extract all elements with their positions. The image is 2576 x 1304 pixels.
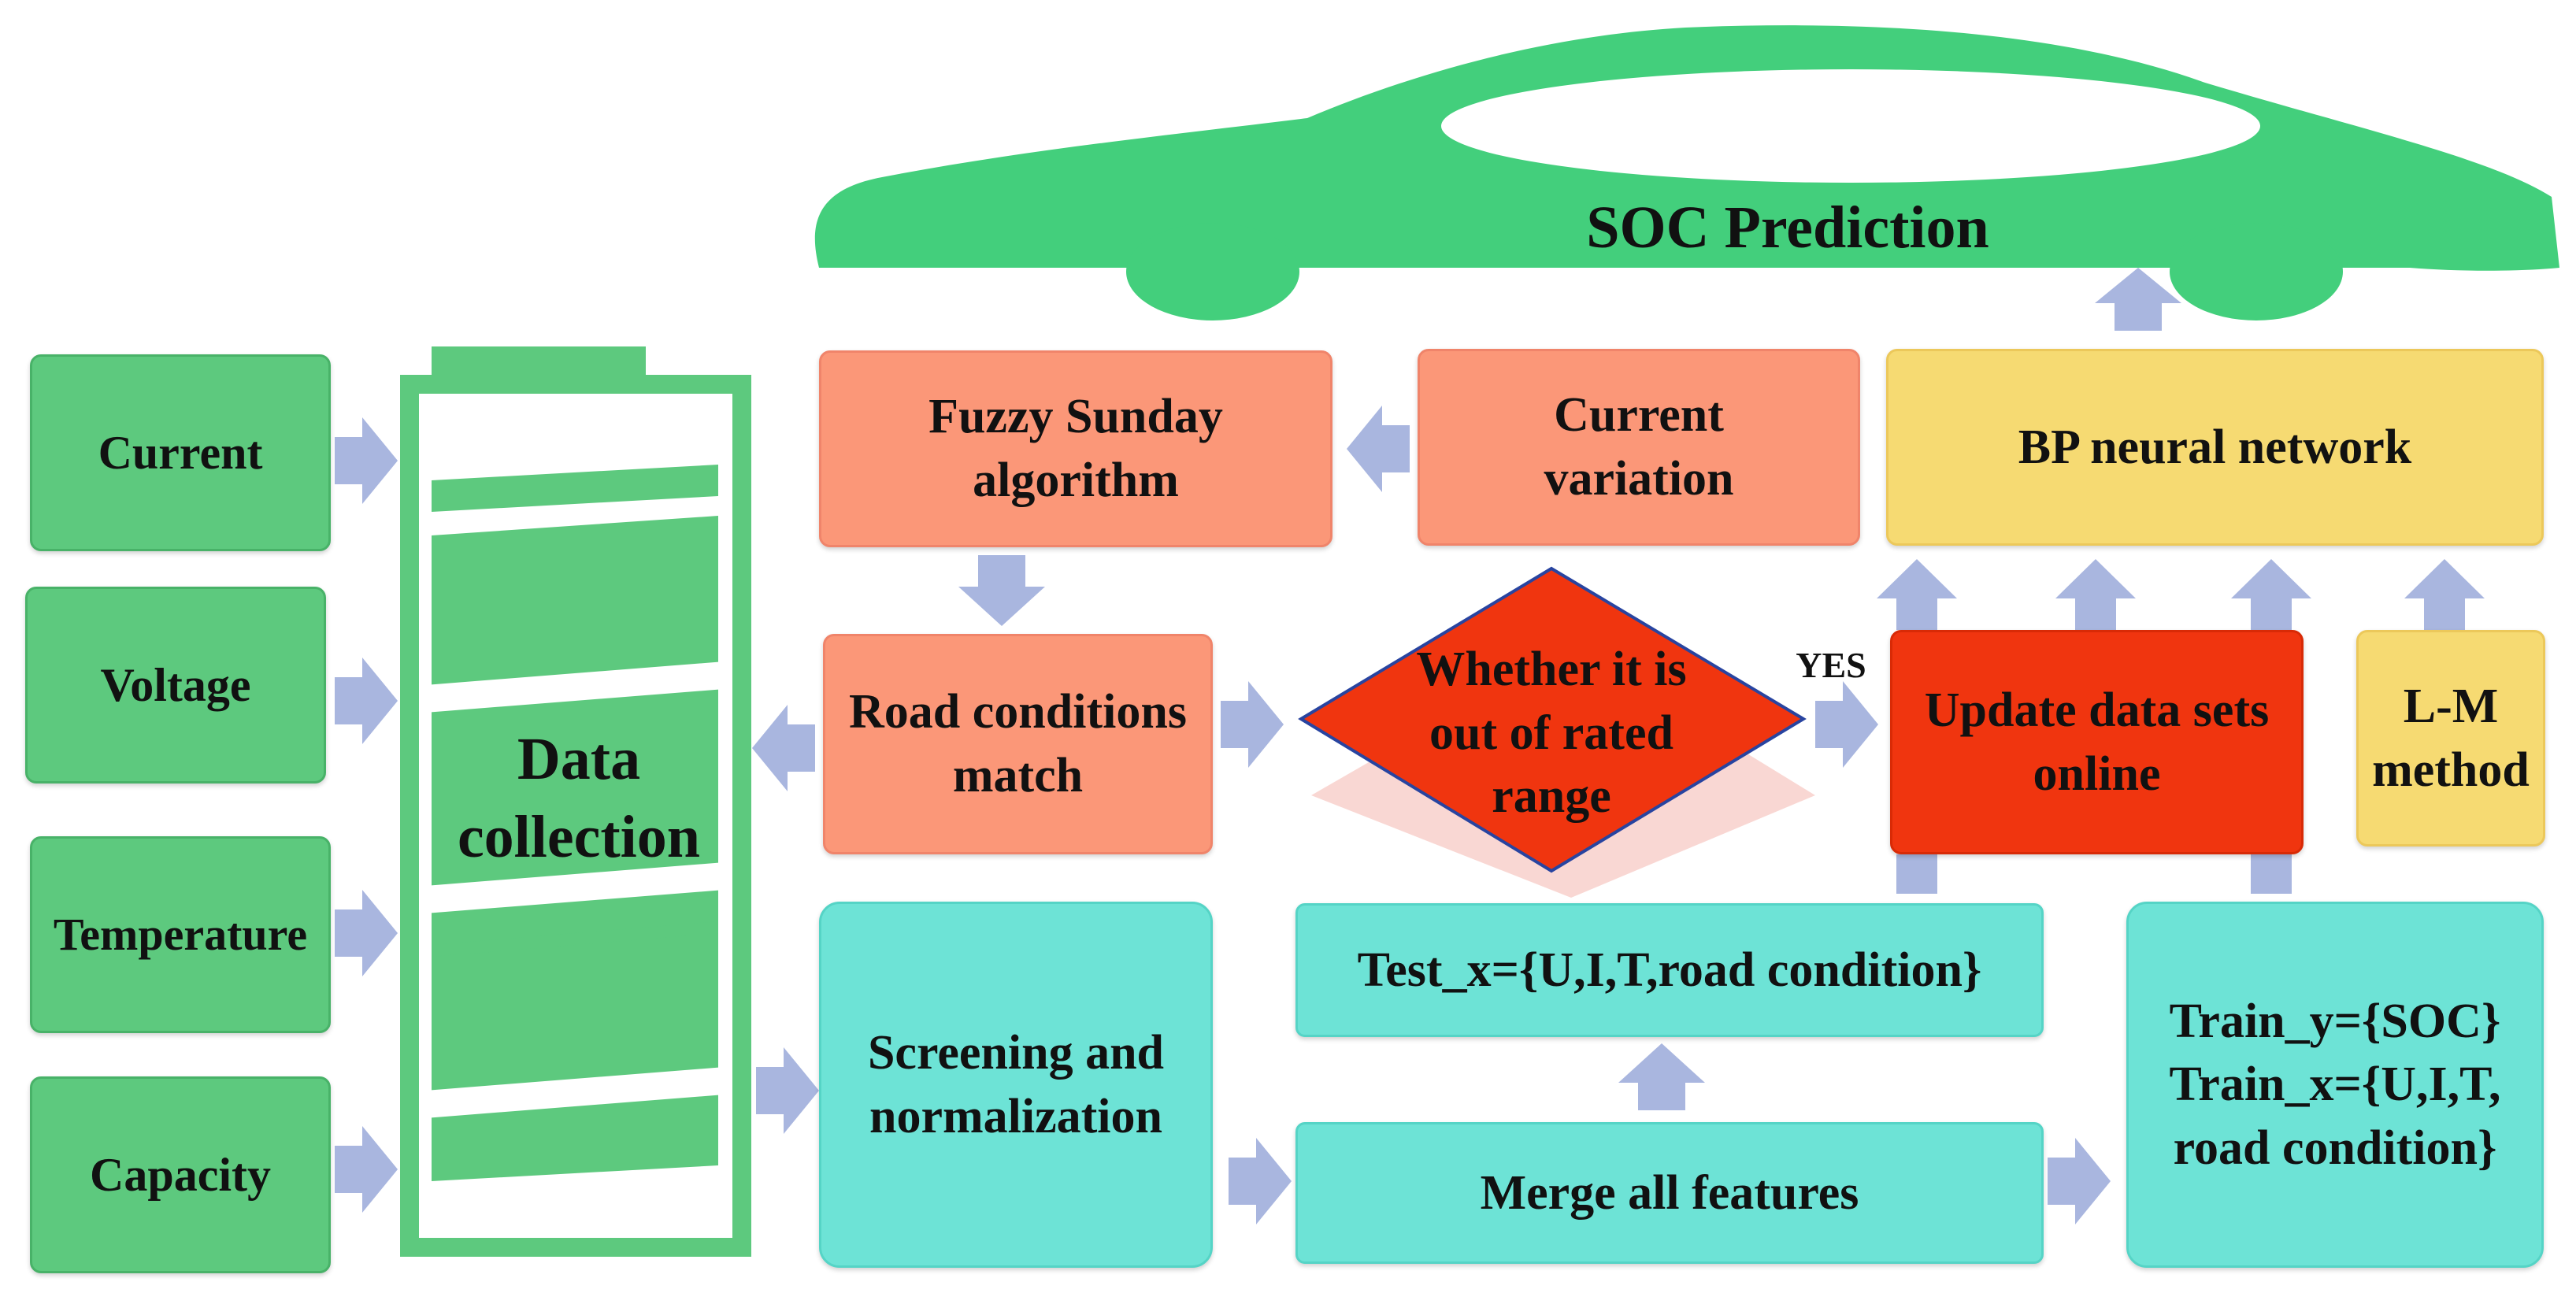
yes-label: YES (1796, 645, 1866, 685)
input-temperature: Temperature (30, 836, 331, 1033)
arrow-decision-to-update (1815, 681, 1878, 768)
arrow-merge-to-test (1618, 1043, 1705, 1110)
decision-text: Whether it is out of rated range (1416, 643, 1687, 824)
arrow-up-lm (2404, 559, 2485, 630)
arrow-merge-to-train (2048, 1138, 2111, 1224)
input-voltage: Voltage (25, 587, 326, 784)
train-box: Train_y={SOC} Train_x={U,I,T, road condi… (2126, 902, 2544, 1268)
screening-normalization-box: Screening and normalization (819, 902, 1213, 1268)
train-x-label-cont: road condition} (2173, 1121, 2497, 1175)
battery-icon (400, 346, 751, 1257)
train-x-label: Train_x={U,I,T, (2169, 1058, 2501, 1112)
bp-neural-network-box: BP neural network (1886, 349, 2544, 546)
arrow-capacity (335, 1126, 398, 1213)
stem-1 (1896, 854, 1937, 894)
current-variation-box: Current variation (1418, 349, 1860, 546)
arrow-up-2 (2055, 559, 2136, 630)
arrow-up-1 (1877, 559, 1957, 630)
arrows (335, 268, 2485, 1224)
arrow-fuzzy-to-road (958, 555, 1045, 626)
arrow-screening-to-merge (1229, 1138, 1292, 1224)
arrow-road-to-battery (752, 705, 815, 791)
car-silhouette (814, 25, 2559, 320)
lm-method-box: L-M method (2356, 630, 2545, 846)
arrow-road-to-decision (1221, 681, 1284, 768)
road-conditions-box: Road conditions match (823, 634, 1213, 854)
input-current: Current (30, 354, 331, 551)
stem-2 (2251, 854, 2292, 894)
merge-features-box: Merge all features (1295, 1122, 2044, 1264)
update-data-sets-box: Update data sets online (1890, 630, 2304, 854)
arrow-current (335, 417, 398, 504)
arrow-bp-to-soc (2095, 268, 2181, 331)
arrow-variation-to-fuzzy (1347, 406, 1410, 492)
input-capacity: Capacity (30, 1076, 331, 1273)
arrow-voltage (335, 658, 398, 744)
train-y-label: Train_y={SOC} (2169, 994, 2501, 1048)
data-collection-label: Data collection (457, 726, 701, 870)
test-x-box: Test_x={U,I,T,road condition} (1295, 903, 2044, 1037)
arrow-temperature (335, 890, 398, 976)
decision-diamond (1298, 566, 1807, 873)
fuzzy-sunday-box: Fuzzy Sunday algorithm (819, 350, 1332, 547)
arrow-up-3 (2231, 559, 2311, 630)
soc-prediction-title: SOC Prediction (1586, 194, 1989, 261)
arrow-battery-to-screening (756, 1047, 819, 1134)
